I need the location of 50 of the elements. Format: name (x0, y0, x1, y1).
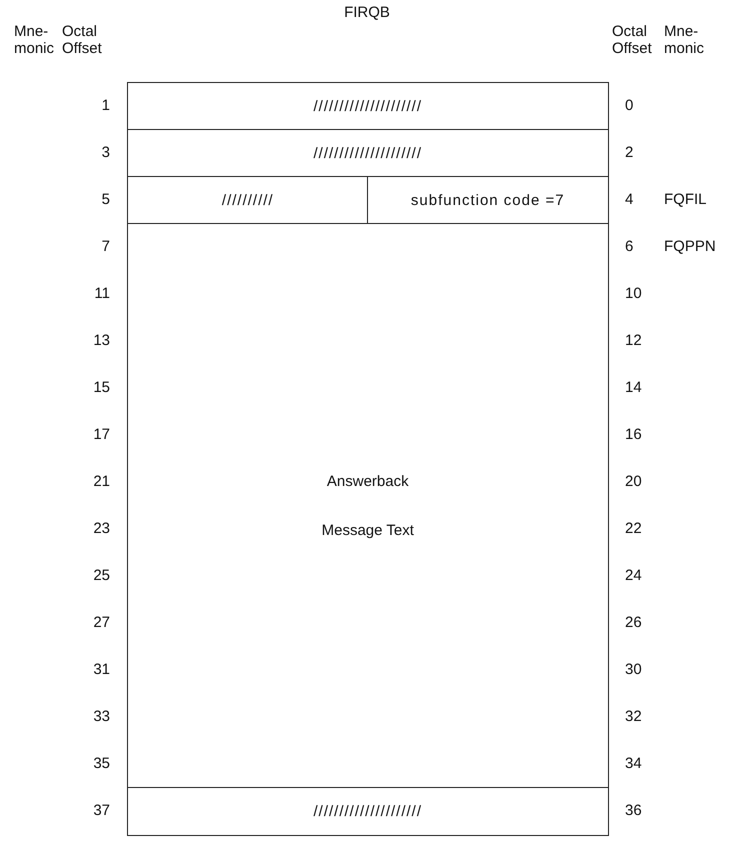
offset-number: 15 (93, 378, 110, 396)
offset-number: 10 (625, 284, 642, 302)
offset-number: 12 (625, 332, 642, 348)
mnemonic-label: FQPPN (664, 238, 716, 254)
offset-number: 21 (93, 472, 110, 490)
field-content: ////////// (222, 192, 274, 209)
offset-number: 4 (625, 190, 634, 208)
field-description: Answerback Message Text (320, 472, 415, 541)
offset-number: 23 (93, 520, 110, 536)
offset-number: 17 (93, 426, 110, 442)
offset-number: 2 (625, 144, 634, 160)
offset-number: 27 (93, 614, 110, 630)
offset-number: 11 (94, 284, 110, 302)
offset-number: 36 (625, 802, 642, 818)
offset-number: 0 (625, 96, 634, 114)
offset-number: 33 (93, 708, 110, 724)
field-content: ///////////////////// (313, 98, 422, 115)
offset-number: 1 (102, 96, 110, 114)
diagram-title: FIRQB (343, 4, 391, 21)
mnemonic-label: FQFIL (664, 190, 707, 208)
offset-number: 32 (625, 708, 642, 724)
memory-field-box (127, 223, 608, 788)
memory-field-box (127, 787, 608, 836)
offset-number: 7 (102, 238, 110, 254)
field-content: ///////////////////// (313, 802, 422, 820)
memory-field-box (127, 129, 608, 178)
offset-number: 16 (625, 426, 642, 442)
offset-number: 3 (102, 144, 110, 160)
offset-number: 24 (625, 566, 642, 584)
offset-number: 31 (93, 660, 110, 678)
offset-number: 5 (102, 190, 110, 208)
field-content: ///////////////////// (313, 144, 422, 162)
offset-number: 34 (625, 754, 642, 772)
offset-number: 20 (625, 472, 642, 490)
column-header: Octal Offset (612, 23, 653, 57)
memory-field-box (127, 82, 608, 130)
memory-field-box (127, 176, 368, 224)
column-header: Mne- monic (664, 23, 706, 57)
offset-number: 6 (625, 238, 634, 254)
offset-number: 14 (625, 378, 642, 396)
offset-number: 26 (625, 614, 642, 630)
column-header: Octal Offset (62, 23, 103, 57)
offset-number: 22 (625, 520, 642, 536)
offset-number: 35 (93, 754, 110, 772)
offset-number: 13 (93, 332, 110, 348)
offset-number: 37 (93, 802, 110, 818)
offset-number: 25 (93, 566, 110, 584)
memory-field-box (367, 176, 608, 224)
field-content: subfunction code =7 (410, 192, 565, 209)
offset-number: 30 (625, 660, 642, 678)
